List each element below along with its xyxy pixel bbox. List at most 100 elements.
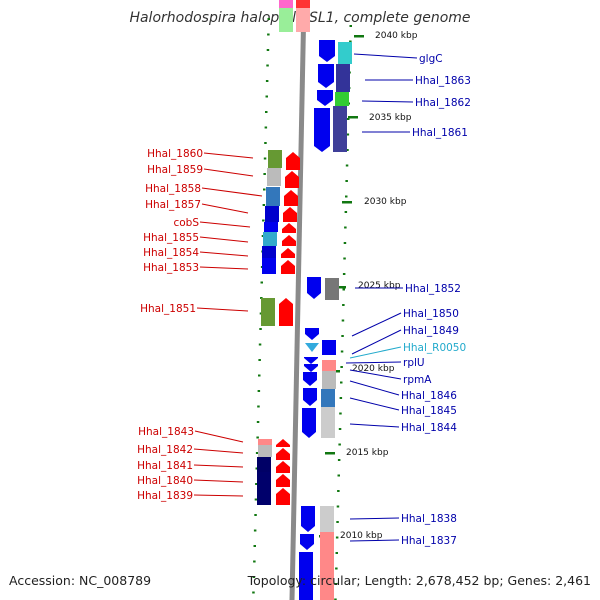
feature-block — [258, 445, 272, 457]
gene-label: Hhal_1838 — [401, 513, 457, 525]
scale-dot — [340, 381, 343, 384]
gene-arrow-reverse — [282, 223, 296, 233]
scale-dot — [257, 405, 260, 408]
feature-block — [279, 0, 293, 8]
gene-arrow-forward — [307, 277, 321, 299]
scale-dot — [344, 211, 348, 213]
feature-block — [264, 222, 278, 232]
gene-label: Hhal_1855 — [143, 232, 199, 244]
leader-line — [203, 168, 254, 177]
feature-block — [257, 472, 271, 505]
leader-line — [349, 539, 400, 542]
leader-line — [349, 380, 400, 396]
ruler-label: 2030 kbp — [364, 197, 407, 207]
feature-block — [335, 92, 349, 106]
ruler-tick — [348, 116, 358, 119]
gene-label: Hhal_1850 — [403, 308, 459, 320]
scale-dot — [264, 126, 268, 129]
scale-dot — [345, 195, 348, 198]
feature-block — [336, 64, 350, 92]
gene-label: Hhal_1844 — [401, 422, 457, 434]
gene-label: Hhal_1853 — [143, 262, 199, 274]
scale-dot — [264, 142, 267, 144]
scale-dot — [266, 49, 270, 51]
scale-dot — [259, 328, 262, 330]
gene-arrow-forward — [318, 64, 334, 88]
leader-line — [199, 266, 249, 270]
gene-arrow-forward — [300, 534, 314, 550]
scale-dot — [265, 95, 268, 98]
feature-block — [338, 42, 352, 64]
feature-block — [265, 206, 279, 222]
leader-line — [196, 307, 249, 312]
scale-dot — [335, 567, 338, 570]
gene-label: Hhal_1837 — [401, 535, 457, 547]
gene-label: Hhal_1841 — [137, 460, 193, 472]
scale-dot — [343, 242, 347, 244]
feature-block — [325, 278, 339, 300]
leader-line — [349, 346, 402, 359]
ruler-tick — [336, 286, 346, 289]
leader-line — [203, 152, 254, 159]
gene-label: Hhal_1852 — [405, 283, 461, 295]
scale-dot — [252, 591, 255, 594]
leader-line — [349, 517, 400, 520]
feature-block — [263, 232, 277, 246]
leader-line — [353, 53, 418, 59]
scale-dot — [346, 149, 349, 151]
gene-arrow-forward — [303, 388, 317, 406]
feature-block — [320, 506, 334, 532]
scale-dot — [267, 18, 270, 20]
scale-dot — [266, 64, 269, 67]
leader-line — [351, 329, 402, 355]
gene-arrow-forward — [302, 408, 316, 438]
gene-label: rpmA — [403, 374, 432, 386]
scale-dot — [255, 483, 258, 485]
feature-block — [322, 340, 336, 355]
leader-line — [199, 236, 249, 243]
scale-dot — [256, 436, 259, 439]
scale-dot — [265, 111, 268, 113]
scale-dot — [259, 312, 263, 315]
scale-dot — [338, 443, 341, 446]
scale-dot — [334, 583, 338, 585]
gene-arrow-reverse — [276, 488, 290, 505]
gene-label: Hhal_1840 — [137, 475, 193, 487]
scale-dot — [342, 273, 346, 275]
gene-label: Hhal_1859 — [147, 164, 203, 176]
scale-dot — [349, 25, 352, 27]
leader-line — [193, 448, 244, 454]
scale-dot — [336, 521, 339, 523]
ruler-label: 2035 kbp — [369, 113, 412, 123]
ruler-label: 2025 kbp — [358, 281, 401, 291]
gene-label: Hhal_1857 — [145, 199, 201, 211]
scale-dot — [346, 133, 350, 136]
label-leader-lines — [193, 53, 418, 542]
gene-label: Hhal_1842 — [137, 444, 193, 456]
scale-dot — [345, 164, 349, 167]
leader-line — [345, 361, 402, 364]
scale-dot — [340, 366, 343, 368]
scale-dot — [260, 281, 263, 284]
gene-label: Hhal_1845 — [401, 405, 457, 417]
leader-line — [351, 312, 402, 337]
ruler-tick — [342, 201, 352, 204]
scale-dot — [254, 498, 258, 501]
scale-dot — [339, 397, 343, 399]
leader-line — [199, 221, 251, 228]
gene-arrow-reverse — [286, 152, 300, 170]
scale-dot — [335, 552, 338, 554]
feature-block — [322, 360, 336, 371]
scale-dot — [267, 33, 270, 36]
gene-arrow-forward — [303, 372, 317, 386]
scale-dot — [349, 40, 352, 43]
gene-label: Hhal_1862 — [415, 97, 471, 109]
gene-label: Hhal_1839 — [137, 490, 193, 502]
gene-arrow-reverse — [282, 235, 296, 246]
scale-dot — [261, 235, 265, 237]
scale-dot — [337, 490, 340, 492]
leader-line — [201, 203, 249, 214]
scale-dot — [337, 474, 340, 477]
gene-arrow-reverse — [276, 448, 290, 460]
